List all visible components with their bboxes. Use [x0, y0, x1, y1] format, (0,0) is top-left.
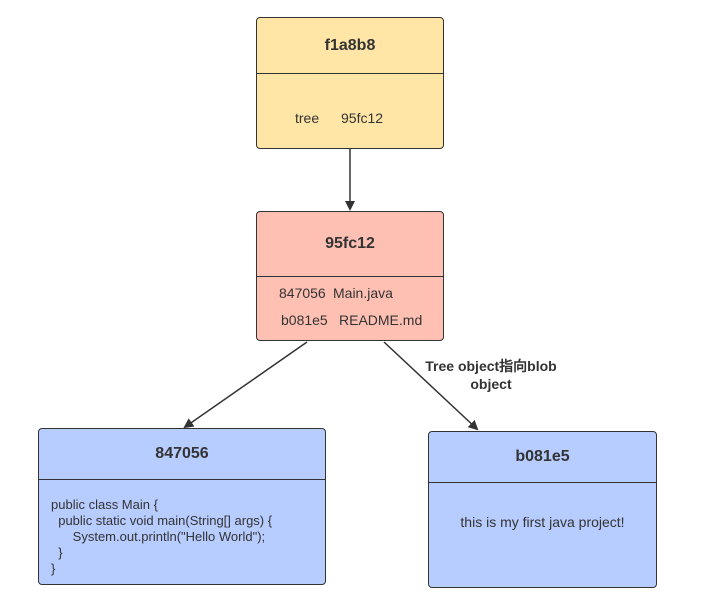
commit-node-body: tree 95fc12: [257, 74, 443, 148]
blob-node-header: b081e5: [429, 432, 656, 483]
blob-content: this is my first java project!: [460, 514, 625, 530]
edge-label: Tree object指向blob object: [412, 357, 570, 393]
blob-node-header: 847056: [39, 429, 325, 480]
commit-id: f1a8b8: [324, 36, 376, 54]
blob-id: b081e5: [515, 448, 570, 465]
blob-node-main-java: 847056 public class Main { public static…: [38, 428, 326, 585]
code-line: public static void main(String[] args) {: [51, 513, 273, 528]
edge-tree-to-blob-readme: [383, 341, 479, 431]
tree-id: 95fc12: [325, 235, 375, 252]
blob-node-body: this is my first java project!: [429, 483, 656, 587]
tree-entry-hash: 847056: [279, 285, 326, 301]
tree-entry-hash: b081e5: [281, 312, 328, 328]
code-line: public class Main {: [51, 497, 158, 512]
edge-label-line: Tree object指向blob: [425, 358, 557, 374]
blob-node-body: public class Main { public static void m…: [39, 480, 325, 584]
commit-entry-hash: 95fc12: [341, 110, 384, 126]
commit-entry-type: tree: [295, 110, 320, 126]
commit-node-header: f1a8b8: [257, 18, 443, 74]
edge-tree-to-blob-main: [183, 341, 308, 429]
blob-id: 847056: [155, 445, 209, 462]
edge-label-line: object: [470, 376, 512, 392]
code-line: System.out.println("Hello World");: [51, 529, 266, 544]
blob-node-readme: b081e5 this is my first java project!: [428, 431, 657, 588]
tree-node-header: 95fc12: [257, 212, 443, 277]
tree-node: 95fc12 847056 Main.java b081e5 README.md: [256, 211, 444, 341]
tree-entry-name: README.md: [339, 312, 423, 328]
tree-entry-name: Main.java: [333, 285, 393, 301]
commit-node: f1a8b8 tree 95fc12: [256, 17, 444, 149]
code-line: }: [51, 545, 63, 560]
code-line: }: [51, 561, 56, 576]
tree-node-body: 847056 Main.java b081e5 README.md: [257, 277, 443, 340]
